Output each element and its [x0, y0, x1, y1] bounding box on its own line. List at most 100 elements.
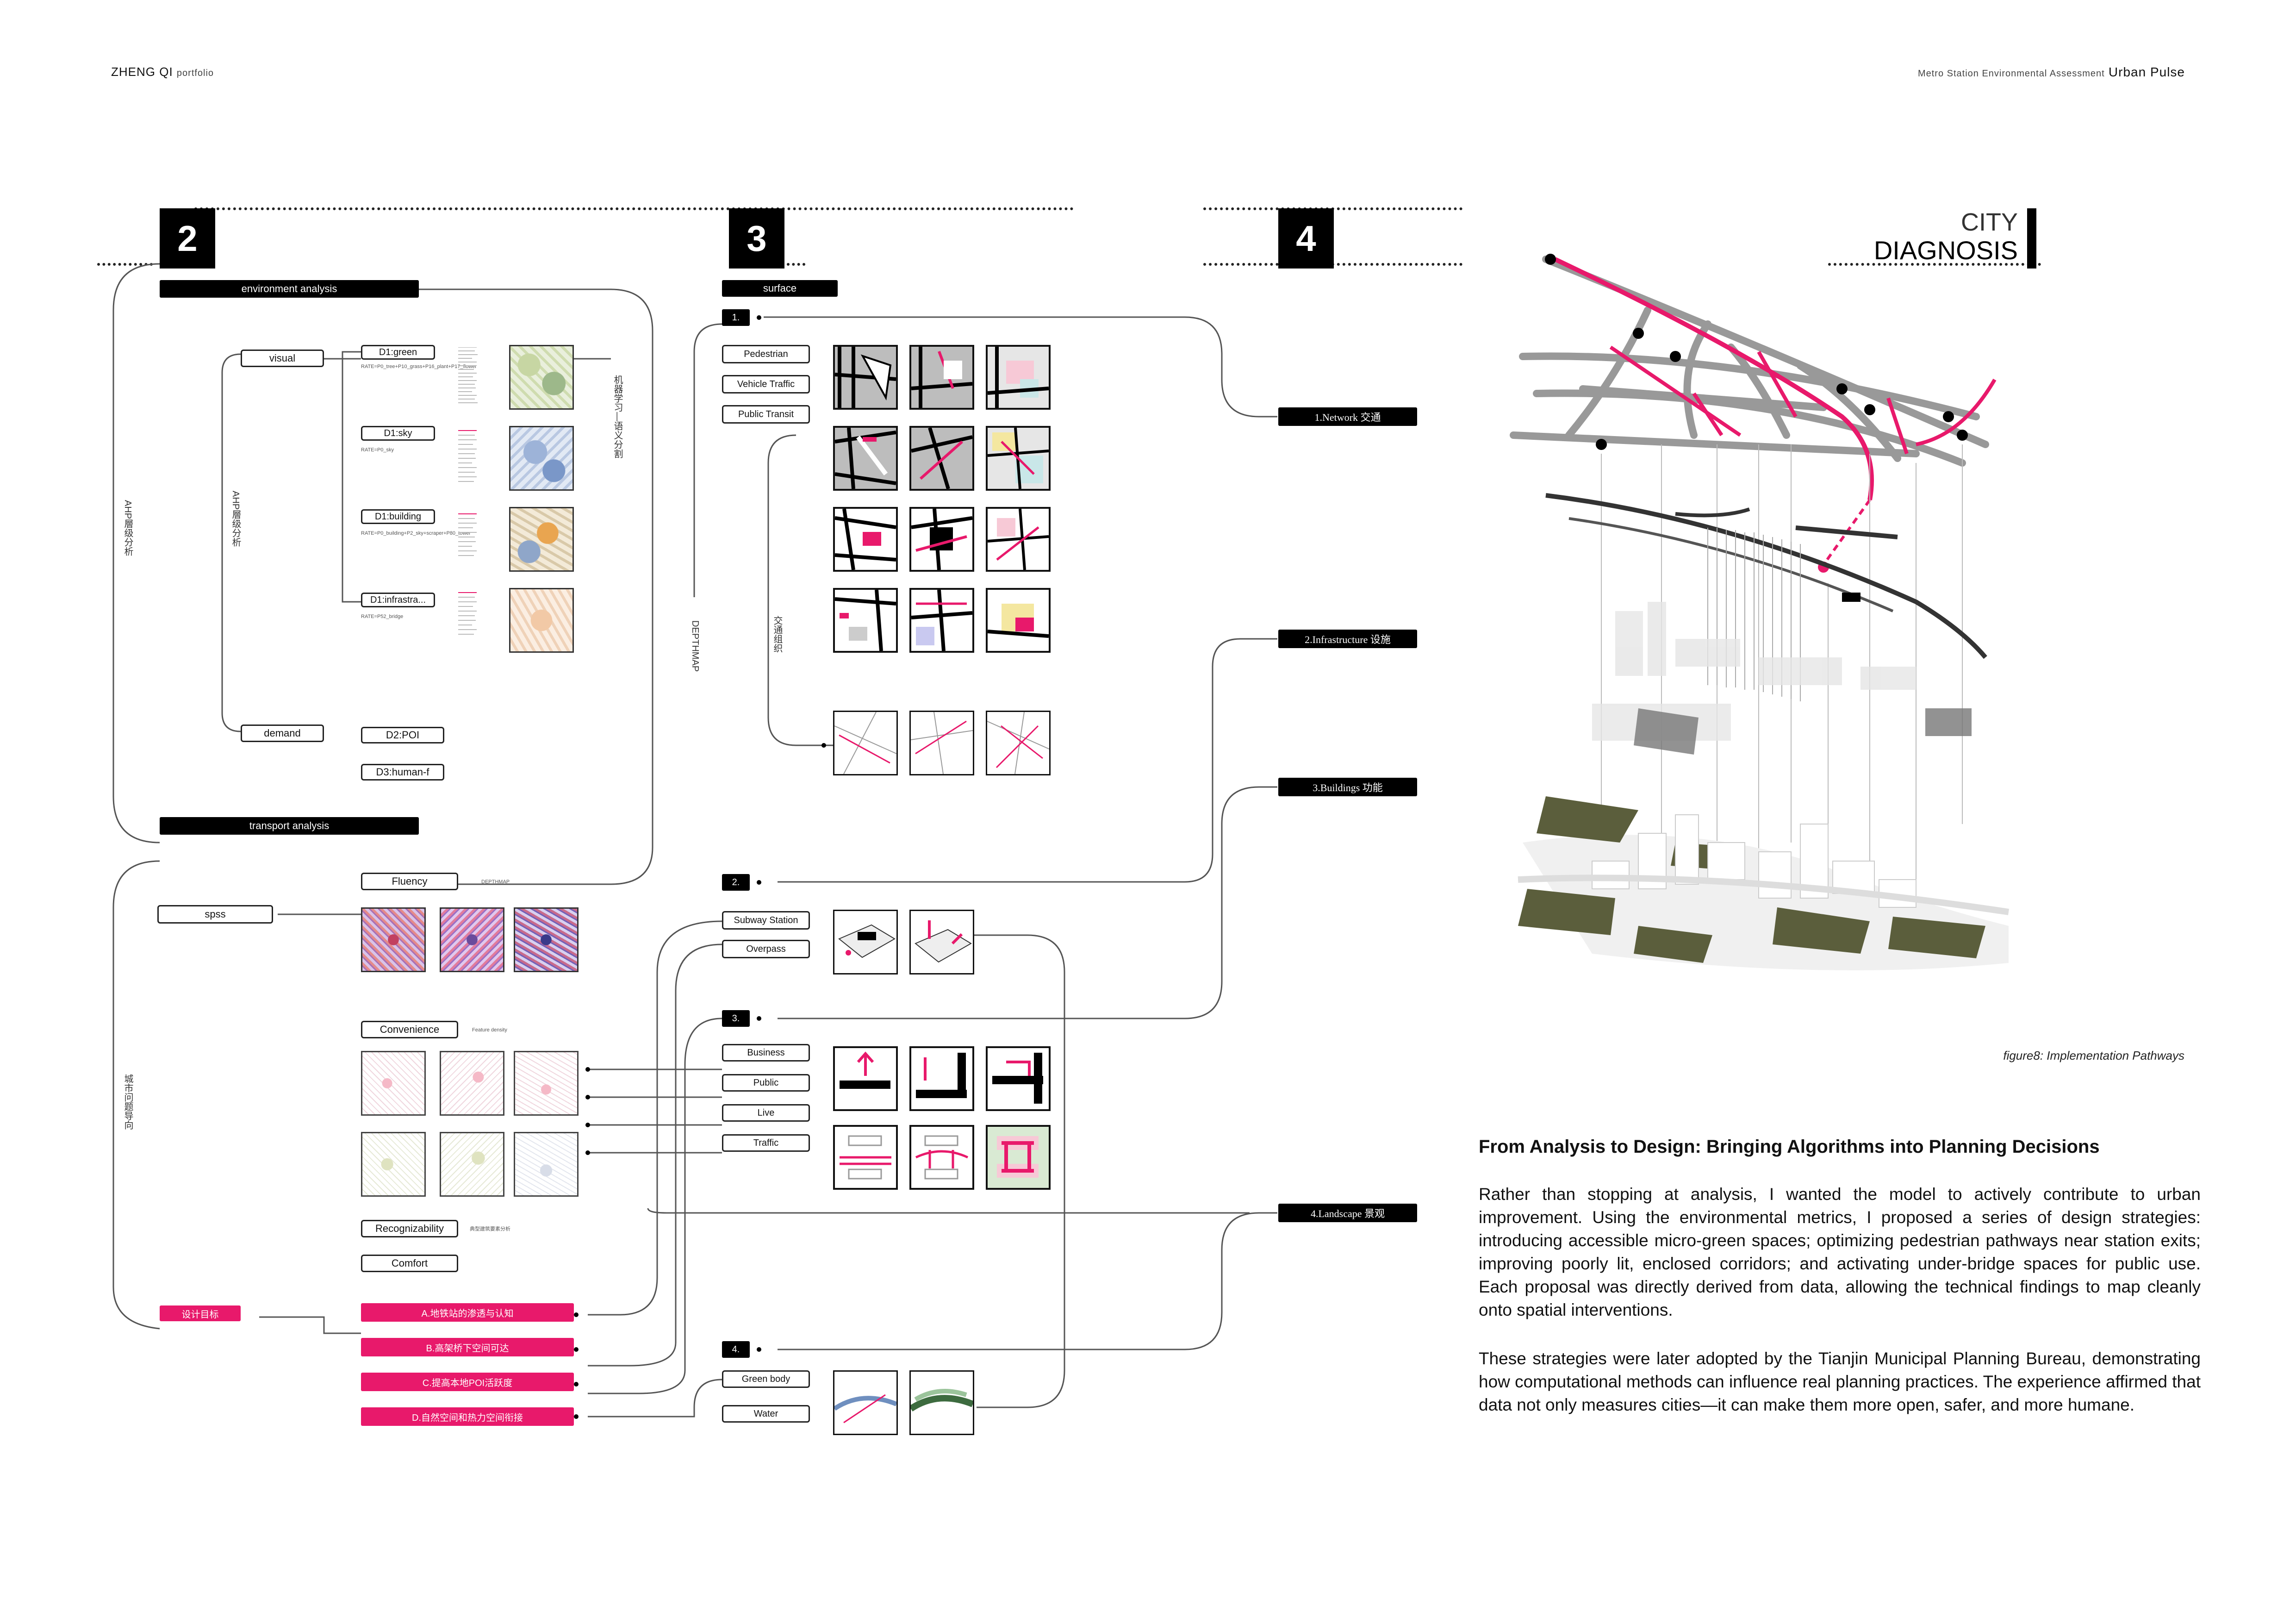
green-map [509, 345, 574, 410]
network-tile [909, 588, 974, 653]
convenience-note: Feature density [472, 1027, 507, 1033]
section-divider [97, 263, 153, 266]
buildings-item[interactable]: 3.Buildings 功能 [1278, 778, 1417, 796]
building-map [509, 507, 574, 572]
goal-d[interactable]: D.自然空间和热力空间衔接 [361, 1407, 574, 1426]
network-tile [986, 588, 1051, 653]
diagnosis-line1: CITY [1960, 208, 2018, 236]
connector-dot [585, 1150, 590, 1155]
function-tile [986, 1125, 1051, 1190]
network-tile [909, 507, 974, 572]
green-formula: RATE=P0_tree+P10_grass+P16_plant+P17_flo… [361, 364, 477, 369]
network-tile [909, 345, 974, 410]
network-tile [986, 345, 1051, 410]
d1-green-node[interactable]: D1:green [361, 345, 435, 360]
infra-map [509, 588, 574, 653]
group-tag-4: 4. [722, 1341, 750, 1358]
network-tile [986, 426, 1051, 491]
function-tile [986, 1046, 1051, 1111]
fluency-note: DEPTHMAP [481, 879, 510, 885]
d3-human-node[interactable]: D3:human-f [361, 764, 444, 781]
demand-node[interactable]: demand [241, 725, 324, 742]
convenience-map-3 [514, 1051, 579, 1116]
convenience-map-6 [514, 1132, 579, 1197]
goal-a[interactable]: A.地铁站的渗透与认知 [361, 1303, 574, 1322]
subway-station-node[interactable]: Subway Station [722, 911, 810, 930]
group-tag-1: 1. [722, 309, 750, 326]
recognizability-node[interactable]: Recognizability [361, 1220, 458, 1237]
env-analysis-title: environment analysis [160, 280, 419, 298]
connector-dot [757, 880, 761, 885]
business-node[interactable]: Business [722, 1044, 810, 1062]
public-transit-node[interactable]: Public Transit [722, 405, 810, 424]
landscape-tile [909, 1370, 974, 1435]
convenience-node[interactable]: Convenience [361, 1021, 458, 1038]
function-tile [909, 1046, 974, 1111]
station-tile [909, 910, 974, 974]
landscape-item[interactable]: 4.Landscape 景观 [1278, 1204, 1417, 1222]
fluency-node[interactable]: Fluency [361, 873, 458, 890]
connector-dot [757, 1347, 761, 1352]
section-number-2: 2 [160, 208, 215, 269]
figure-caption: figure8: Implementation Pathways [2003, 1049, 2184, 1062]
building-formula: RATE=P0_building+P2_sky+scraper+P80_towe… [361, 531, 471, 536]
article-heading: From Analysis to Design: Bringing Algori… [1479, 1137, 2100, 1157]
spss-node[interactable]: spss [157, 905, 273, 924]
connector-dot [574, 1414, 579, 1419]
goal-b[interactable]: B.高架桥下空间可达 [361, 1338, 574, 1356]
project-sub: Metro Station Environmental Assessment [1917, 69, 2105, 79]
author-name: ZHENG QI [111, 65, 173, 79]
section-number-3: 3 [729, 208, 784, 269]
infrastructure-item[interactable]: 2.Infrastructure 设施 [1278, 630, 1417, 648]
article-paragraph-1: Rather than stopping at analysis, I want… [1479, 1185, 2201, 1319]
section-number-4: 4 [1278, 208, 1334, 269]
data-text-columns [458, 347, 478, 635]
d1-building-node[interactable]: D1:building [361, 509, 435, 524]
goal-c[interactable]: C.提高本地POI活跃度 [361, 1373, 574, 1391]
pedestrian-node[interactable]: Pedestrian [722, 345, 810, 363]
function-tile [833, 1125, 898, 1190]
network-tile [833, 345, 898, 410]
connector-dot [821, 743, 826, 748]
ml-segmentation-label: 机器学习—语义分割 [612, 375, 622, 458]
live-node[interactable]: Live [722, 1104, 810, 1122]
ahp-inner-label: AHP層级分析 [230, 491, 241, 547]
green-body-node[interactable]: Green body [722, 1370, 810, 1388]
public-node[interactable]: Public [722, 1074, 810, 1092]
network-tile [986, 507, 1051, 572]
project-title: Urban Pulse [2108, 65, 2185, 79]
connector-dot [585, 1123, 590, 1127]
fluency-map-1 [361, 907, 426, 972]
d1-sky-node[interactable]: D1:sky [361, 426, 435, 441]
fluency-map-2 [440, 907, 504, 972]
title-accent-bar [2027, 208, 2036, 269]
sky-map [509, 426, 574, 491]
diagnosis-line2: DIAGNOSIS [1873, 236, 2018, 265]
connector-dot [574, 1382, 579, 1387]
function-tile [833, 1046, 898, 1111]
group-tag-2: 2. [722, 874, 750, 891]
section-divider [787, 263, 805, 266]
network-tile [833, 588, 898, 653]
overpass-node[interactable]: Overpass [722, 940, 810, 958]
convenience-map-4 [361, 1132, 426, 1197]
convenience-map-1 [361, 1051, 426, 1116]
network-item[interactable]: 1.Network 交通 [1278, 407, 1417, 426]
design-goal-label: 设计目标 [160, 1305, 241, 1321]
author-sub: portfolio [176, 68, 214, 78]
group-tag-3: 3. [722, 1010, 750, 1027]
transport-analysis-title: transport analysis [160, 817, 419, 835]
water-node[interactable]: Water [722, 1405, 810, 1423]
d1-infra-node[interactable]: D1:infrastra... [361, 593, 435, 607]
connector-dot [585, 1095, 590, 1099]
vehicle-traffic-node[interactable]: Vehicle Traffic [722, 375, 810, 394]
connector-dot [574, 1312, 579, 1317]
traffic-node[interactable]: Traffic [722, 1134, 810, 1152]
visual-node[interactable]: visual [241, 350, 324, 367]
recognizability-note: 典型建筑要素分析 [470, 1226, 510, 1232]
d2-poi-node[interactable]: D2:POI [361, 727, 444, 743]
urban-problem-label: 城市问题导向 [123, 1074, 133, 1130]
connector-dot [757, 315, 761, 320]
traffic-diagram-tile [986, 711, 1051, 775]
comfort-node[interactable]: Comfort [361, 1255, 458, 1272]
